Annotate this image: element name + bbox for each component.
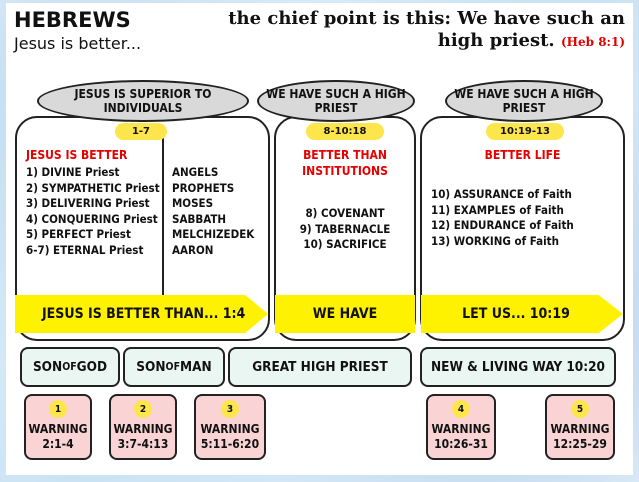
banner-jesus-better-than: JESUS IS BETTER THAN... 1:4 — [15, 295, 268, 333]
list-item: MELCHIZEDEK — [172, 227, 255, 241]
title-new-living-way: NEW & LIVING WAY 10:20 — [420, 347, 616, 387]
warning-ref: 2:1-4 — [42, 437, 74, 451]
column-1-subheading: JESUS IS BETTER — [26, 148, 128, 162]
warning-ref: 3:7-4:13 — [117, 437, 169, 451]
column-3-list: 10) ASSURANCE of Faith 11) EXAMPLES of F… — [431, 187, 574, 249]
warning-label: WARNING — [113, 422, 173, 436]
key-verse-ref: (Heb 8:1) — [560, 35, 625, 49]
list-item: SABBATH — [172, 211, 227, 226]
heading-oval-3: WE HAVE SUCH A HIGH PRIEST — [445, 80, 603, 122]
warning-card-3: 3 WARNING 5:11-6:20 — [194, 394, 266, 460]
list-item: 10) SACRIFICE — [303, 237, 387, 251]
list-item: 12) ENDURANCE of Faith — [431, 218, 574, 232]
warning-number: 4 — [452, 400, 470, 418]
title-word: SON — [32, 359, 63, 375]
title-word: SON — [136, 359, 166, 375]
title-great-high-priest: GREAT HIGH PRIEST — [228, 347, 412, 387]
list-item: 1) DIVINE Priest — [26, 165, 120, 179]
range-pill-2: 8-10:18 — [306, 123, 384, 140]
list-item: 11) EXAMPLES of Faith — [431, 202, 564, 217]
warning-number: 5 — [571, 400, 589, 418]
list-item: 5) PERFECT Priest — [26, 227, 131, 241]
key-verse-text: the chief point is this: We have such an… — [228, 8, 625, 51]
warning-number: 1 — [49, 400, 67, 418]
list-item: 10) ASSURANCE of Faith — [431, 187, 572, 201]
title-son-of-god: SON OF GOD — [20, 347, 120, 387]
warning-card-4: 4 WARNING 10:26-31 — [426, 394, 496, 460]
title-word-small: OF — [62, 361, 77, 373]
banner-we-have: WE HAVE — [275, 295, 415, 333]
warning-ref: 12:25-29 — [553, 437, 607, 451]
list-item: PROPHETS — [172, 180, 235, 195]
heading-oval-2: WE HAVE SUCH A HIGH PRIEST — [257, 80, 415, 122]
list-item: 4) CONQUERING Priest — [26, 211, 158, 226]
title-son-of-man: SON OF MAN — [123, 347, 225, 387]
range-pill-1: 1-7 — [115, 123, 167, 140]
warning-label: WARNING — [28, 422, 88, 436]
warning-ref: 10:26-31 — [434, 437, 488, 451]
column-2-list: 8) COVENANT 9) TABERNACLE 10) SACRIFICE — [280, 206, 410, 253]
key-verse: the chief point is this: We have such an… — [205, 8, 625, 53]
column-divider — [162, 130, 164, 295]
warning-card-5: 5 WARNING 12:25-29 — [545, 394, 615, 460]
list-item: 13) WORKING of Faith — [431, 233, 559, 248]
list-item: 3) DELIVERING Priest — [26, 196, 150, 210]
slide-title: HEBREWS — [14, 8, 131, 32]
list-item: ANGELS — [172, 165, 219, 179]
warning-label: WARNING — [200, 422, 260, 436]
warning-number: 3 — [221, 400, 239, 418]
title-word: GOD — [76, 359, 108, 375]
list-item: 2) SYMPATHETIC Priest — [26, 180, 160, 195]
list-item: MOSES — [172, 196, 214, 210]
column-1-right-list: ANGELS PROPHETS MOSES SABBATH MELCHIZEDE… — [172, 165, 254, 258]
list-item: 8) COVENANT — [305, 206, 385, 220]
title-word-small: OF — [165, 361, 181, 373]
range-pill-3: 10:19-13 — [486, 123, 564, 140]
title-word: MAN — [180, 359, 212, 375]
heading-oval-1: JESUS IS SUPERIOR TO INDIVIDUALS — [37, 80, 249, 122]
column-1-left-list: 1) DIVINE Priest 2) SYMPATHETIC Priest 3… — [26, 165, 160, 258]
column-2-subheading: BETTER THAN INSTITUTIONS — [302, 148, 388, 178]
warning-number: 2 — [134, 400, 152, 418]
column-3-subheading: BETTER LIFE — [484, 148, 561, 162]
list-item: 6-7) ETERNAL Priest — [26, 242, 144, 257]
list-item: AARON — [172, 242, 214, 257]
list-item: 9) TABERNACLE — [299, 221, 391, 236]
slide-subtitle: Jesus is better... — [14, 34, 142, 53]
warning-ref: 5:11-6:20 — [200, 437, 260, 451]
warning-card-2: 2 WARNING 3:7-4:13 — [109, 394, 177, 460]
warning-label: WARNING — [550, 422, 610, 436]
warning-card-1: 1 WARNING 2:1-4 — [24, 394, 92, 460]
warning-label: WARNING — [431, 422, 491, 436]
banner-let-us: LET US... 10:19 — [421, 295, 623, 333]
